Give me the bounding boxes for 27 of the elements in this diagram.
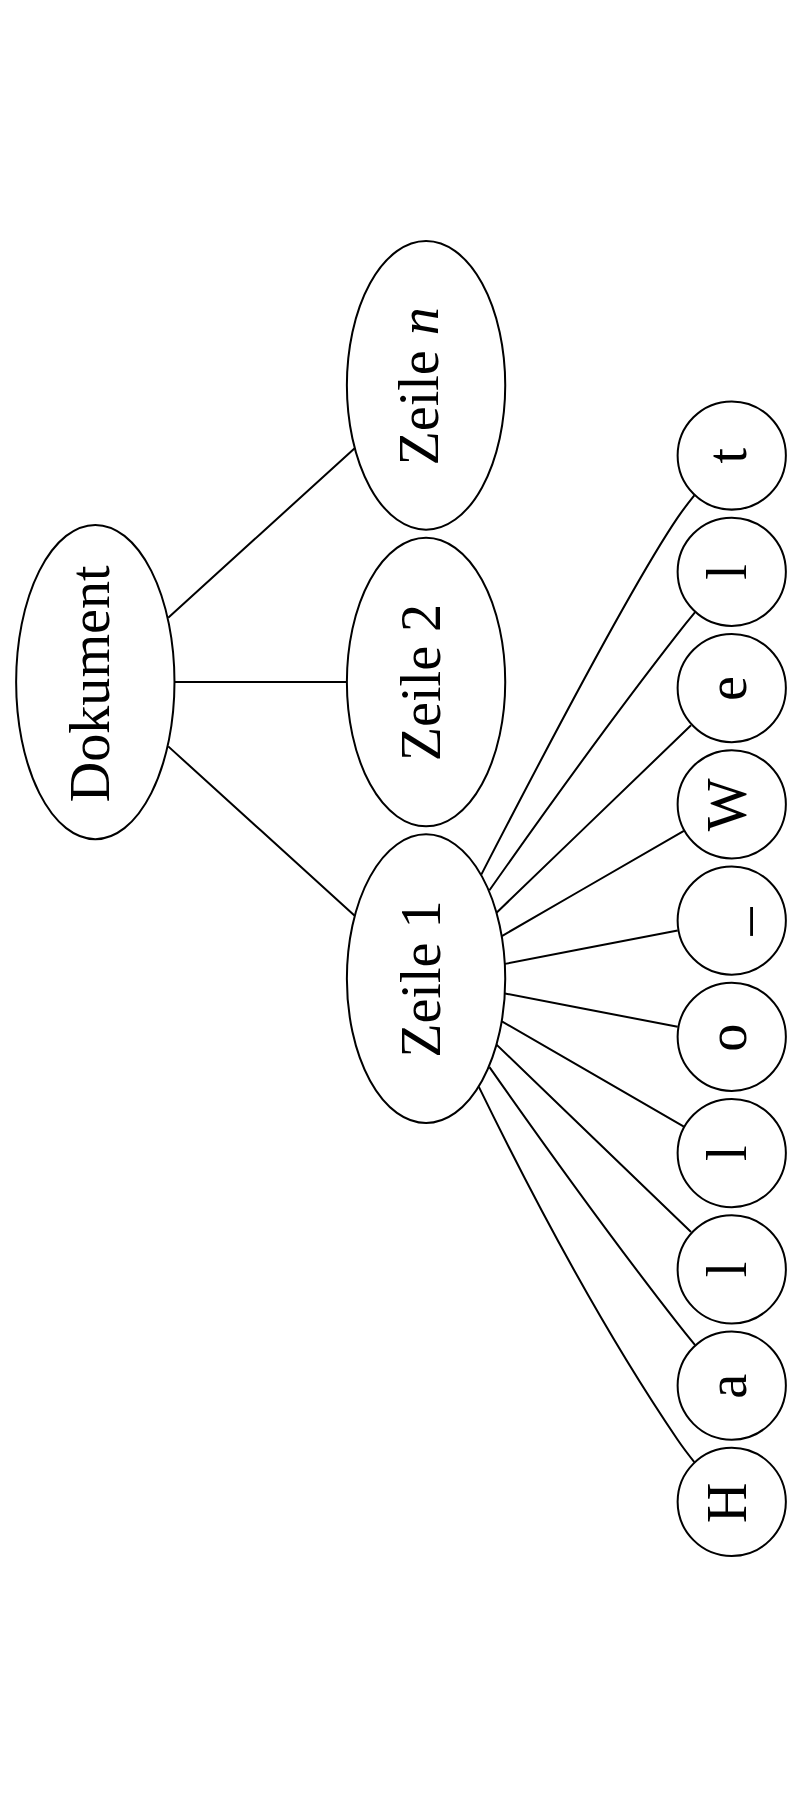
connector [477,1085,696,1463]
connector [495,1043,693,1233]
node-ellipse: Zeile n [345,239,507,531]
node-circle: l [676,1097,787,1208]
node-circle: l [676,1213,787,1324]
connector [503,929,679,965]
connector [173,680,348,683]
connector [500,1019,685,1128]
connector [503,992,679,1028]
connector [167,744,356,916]
node-circle: H [676,1446,787,1557]
connector [488,610,697,891]
connector [480,493,696,876]
node-circle: _ [676,864,787,976]
node-circle: W [676,748,787,859]
connector [167,447,356,619]
connector [495,723,693,914]
node-circle: t [676,399,787,511]
node-ellipse: Zeile 2 [345,536,507,827]
connector [488,1065,697,1346]
node-circle: o [676,981,787,1092]
node-circle: l [676,516,787,627]
node-circle: a [676,1330,787,1441]
node-circle: e [676,632,787,743]
connector [500,829,685,937]
node-ellipse: Zeile 1 [345,832,507,1124]
node-ellipse: Dokument [15,523,176,840]
